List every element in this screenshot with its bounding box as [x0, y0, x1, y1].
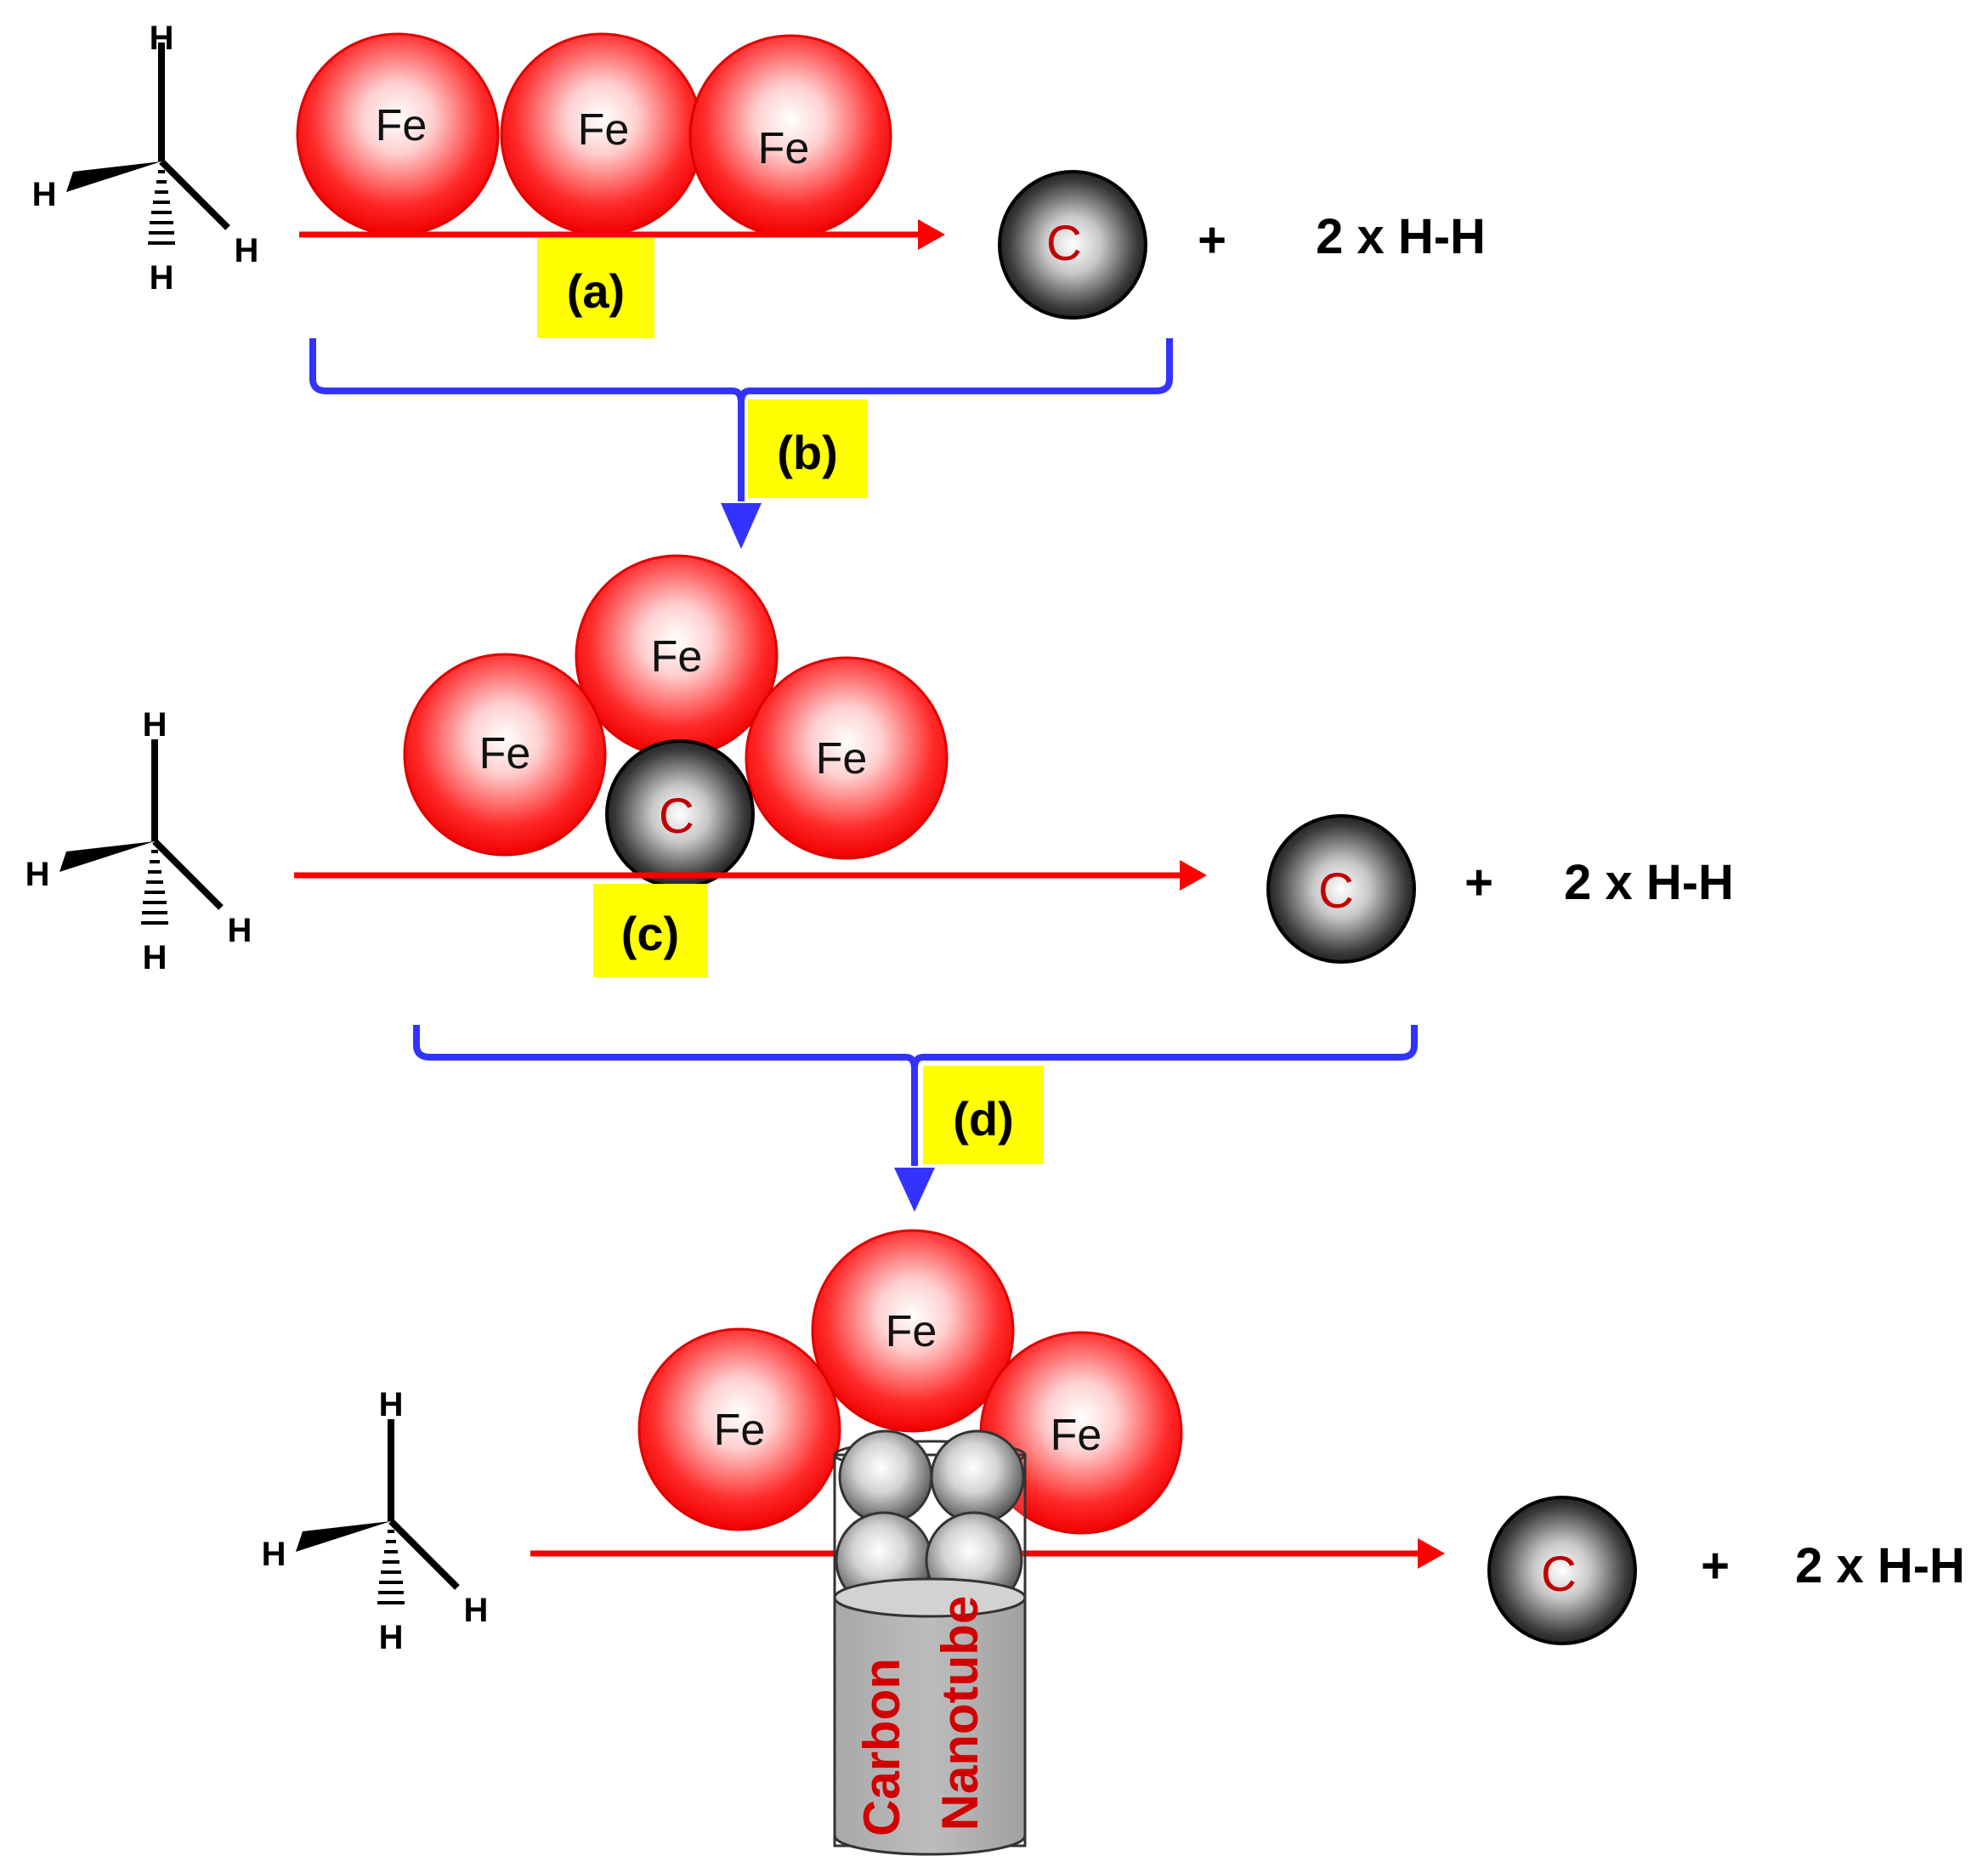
carbon-atom-product-3: C: [1487, 1496, 1637, 1645]
carbon-sphere: [930, 1429, 1025, 1525]
bracket-arrow-d: [413, 1025, 1418, 1212]
carbon-label: C: [1046, 216, 1082, 271]
step-label-b: (b): [748, 399, 867, 498]
plus-sign: +: [1701, 1538, 1730, 1593]
carbon-label: C: [1541, 1547, 1577, 1602]
iron-label: Fe: [758, 124, 810, 173]
hydrogen-label: H: [143, 939, 167, 976]
hydrogen-product: 2 x H-H: [1564, 855, 1734, 910]
hydrogen-label: H: [464, 1592, 489, 1629]
hydrogen-label: H: [228, 912, 252, 949]
hydrogen-label: H: [235, 232, 259, 269]
bond-line: [159, 159, 230, 230]
step-label-a: (a): [537, 238, 654, 338]
hydrogen-label: H: [379, 1386, 404, 1423]
iron-cluster-1: Fe Fe Fe: [296, 32, 892, 238]
carbon-label: C: [1318, 863, 1354, 919]
iron-cluster-2: Fe Fe Fe C: [403, 554, 949, 889]
hash-bond: [377, 1530, 405, 1604]
plus-sign: +: [1464, 855, 1493, 910]
iron-label: Fe: [376, 101, 428, 150]
hydrogen-label: H: [143, 706, 167, 744]
methane-molecule-1: H H H H: [32, 20, 259, 297]
wedge-bond: [296, 1521, 391, 1552]
wedge-bond: [66, 161, 161, 192]
iron-atom: [745, 656, 949, 860]
iron-atom: [403, 653, 607, 857]
bond-line: [152, 839, 224, 910]
plus-sign: +: [1198, 212, 1226, 268]
nanotube-label-line2: Nanotube: [932, 1596, 988, 1831]
iron-atom: [637, 1327, 841, 1531]
nanotube-cylinder: [833, 1596, 1027, 1856]
svg-text:(d): (d): [953, 1092, 1014, 1146]
hydrogen-label: H: [25, 856, 50, 893]
iron-label: Fe: [479, 729, 531, 778]
iron-label: Fe: [651, 632, 703, 682]
iron-label: Fe: [578, 105, 630, 155]
iron-label: Fe: [714, 1406, 766, 1455]
iron-atom: [811, 1229, 1015, 1433]
wedge-bond: [59, 841, 155, 872]
reaction-arrow-2: [294, 860, 1207, 891]
carbon-label: C: [659, 789, 694, 844]
step-label-c: (c): [593, 884, 707, 977]
carbon-sphere: [838, 1429, 933, 1525]
bond-line: [388, 1519, 460, 1590]
svg-text:(a): (a): [567, 264, 625, 318]
carbon-atom-product-1: C: [998, 170, 1147, 320]
methane-molecule-2: H H H H: [25, 706, 252, 976]
carbon-atom-product-2: C: [1266, 814, 1416, 964]
hydrogen-label: H: [32, 176, 57, 213]
nanotube-label-line1: Carbon: [853, 1658, 910, 1836]
methane-molecule-3: H H H H: [262, 1386, 489, 1656]
hydrogen-label: H: [262, 1536, 286, 1573]
hydrogen-label: H: [150, 259, 174, 297]
svg-text:(b): (b): [777, 426, 838, 479]
bracket-arrow-b: [309, 338, 1173, 549]
hash-bond: [141, 850, 168, 925]
hydrogen-product: 2 x H-H: [1795, 1538, 1965, 1593]
step-label-d: (d): [923, 1066, 1044, 1164]
iron-cluster-3: Fe Fe Fe: [637, 1229, 1183, 1535]
iron-label: Fe: [886, 1307, 937, 1356]
hash-bond: [148, 170, 175, 245]
hydrogen-label: H: [150, 20, 174, 57]
svg-text:(c): (c): [621, 907, 679, 960]
iron-label: Fe: [816, 734, 868, 784]
carbon-nanotube: Carbon Nanotube: [833, 1429, 1027, 1856]
hydrogen-product: 2 x H-H: [1316, 209, 1486, 264]
iron-label: Fe: [1051, 1411, 1102, 1460]
hydrogen-label: H: [379, 1619, 404, 1656]
nanotube-top-face: [833, 1577, 1027, 1618]
reaction-arrow-1: [299, 219, 945, 250]
